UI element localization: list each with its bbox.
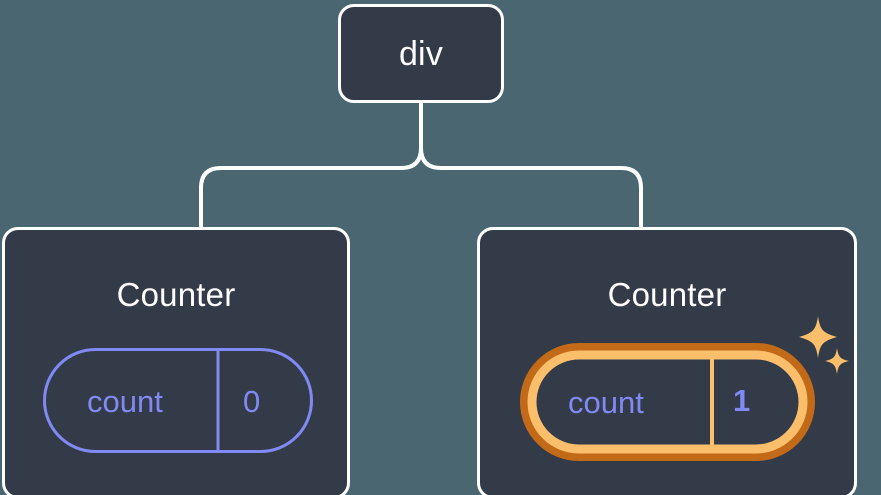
state-pill-outline [43,348,313,453]
state-name-label: count [568,385,644,420]
state-name-label: count [87,384,163,419]
node-div-label: div [398,34,444,73]
state-pill-count-0[interactable]: count 0 [43,348,313,453]
sparkle-small-icon [825,348,849,374]
sparkle-large-icon [799,316,837,358]
node-counter-right[interactable]: Counter count 1 [477,227,857,495]
node-counter-right-label: Counter [607,276,727,313]
state-pill-outline-highlighted [520,343,815,461]
node-div[interactable]: div [338,4,504,103]
sparkles-group [799,316,849,374]
node-counter-left[interactable]: Counter count 0 [2,227,350,495]
node-counter-left-label: Counter [116,276,236,313]
highlight-ring-outer [520,343,815,461]
highlight-ring-inner [527,350,808,454]
state-value-label: 1 [733,383,751,418]
state-pill-count-1[interactable]: count 1 [520,343,815,461]
state-value-label: 0 [243,384,261,419]
